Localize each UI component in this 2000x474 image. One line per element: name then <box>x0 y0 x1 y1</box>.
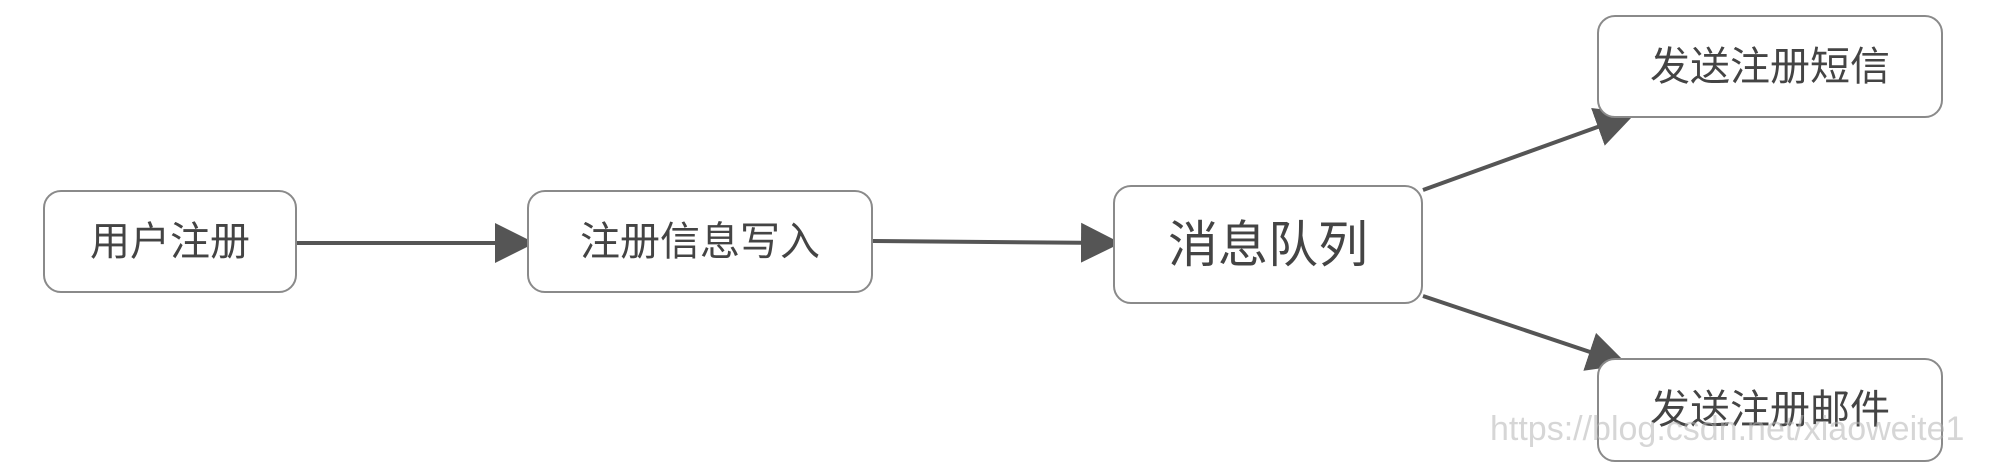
watermark: https://blog.csdn.net/xiaoweite1 <box>1490 410 1965 448</box>
arrow-mq-to-sms <box>1422 108 1636 192</box>
arrow-write-to-mq <box>872 222 1121 263</box>
node-user-register: 用户注册 <box>43 190 297 293</box>
node-label: 消息队列 <box>1168 215 1368 274</box>
node-write-registration-info: 注册信息写入 <box>527 190 873 293</box>
node-send-email: 发送注册邮件 <box>1597 358 1943 462</box>
arrow-mq-to-mail <box>1422 294 1628 371</box>
node-label: 发送注册短信 <box>1650 43 1890 90</box>
node-label: 用户注册 <box>90 218 250 265</box>
node-label: 发送注册邮件 <box>1650 387 1890 433</box>
node-label: 注册信息写入 <box>580 218 820 265</box>
node-message-queue: 消息队列 <box>1113 185 1423 304</box>
node-send-sms: 发送注册短信 <box>1597 15 1943 118</box>
